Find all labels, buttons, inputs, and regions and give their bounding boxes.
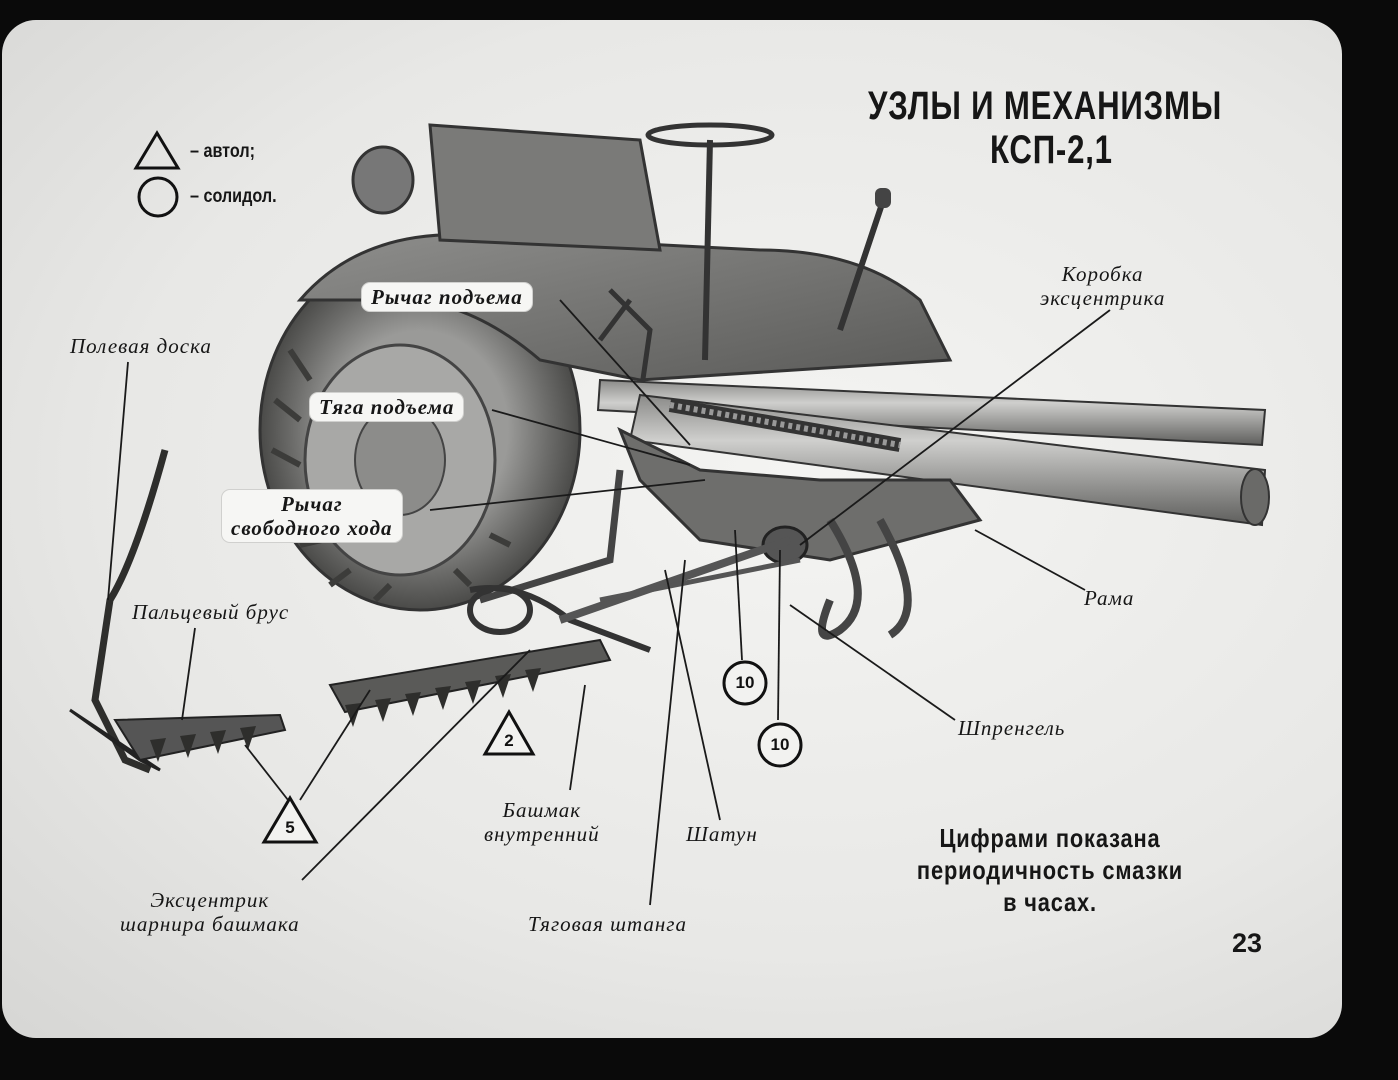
label-field-board: Полевая доска	[70, 334, 212, 358]
triangle-icon	[133, 130, 181, 170]
label-inner-shoe-line-2: внутренний	[484, 822, 600, 846]
finger-bar-near	[328, 585, 612, 727]
label-connecting-rod: Шатун	[686, 822, 758, 846]
lubrication-triangle-icon	[482, 708, 536, 756]
label-draw-bar: Тяговая штанга	[528, 912, 688, 936]
circle-icon	[137, 176, 179, 218]
label-shoe-eccentric-line-2: шарнира башмака	[120, 912, 300, 936]
label-finger-bar: Пальцевый брус	[132, 600, 290, 624]
label-free-lever: Рычаг свободного хода	[222, 490, 402, 542]
title-line-1: УЗЛЫ И МЕХАНИЗМЫ	[868, 84, 1223, 128]
label-frame: Рама	[1084, 586, 1135, 610]
note-line-3: в часах.	[1003, 887, 1097, 917]
lubrication-mark-value: 10	[770, 735, 790, 754]
label-inner-shoe-line-1: Башмак	[502, 798, 582, 822]
label-free-lever-line-1: Рычаг	[280, 492, 343, 516]
label-eccentric-box-line-1: Коробка	[1061, 262, 1144, 286]
label-lift-rod: Тяга подъема	[310, 393, 464, 421]
page-number: 23	[1232, 928, 1263, 958]
label-lift-lever: Рычаг подъема	[362, 283, 532, 311]
label-free-lever-line-2: свободного хода	[231, 516, 393, 540]
note-line-2: периодичность смазки	[916, 855, 1184, 885]
lubrication-mark-value: 10	[735, 673, 755, 692]
lubrication-circle-icon	[722, 660, 768, 706]
lubrication-triangle-icon	[261, 795, 319, 844]
note-line-1: Цифрами показана	[939, 823, 1161, 853]
label-eccentric-box-line-2: эксцентрика	[1040, 286, 1166, 310]
label-eccentric-box: Коробка эксцентрика	[1040, 262, 1165, 310]
title-line-2: КСП-2,1	[990, 128, 1113, 172]
legend-autol: – автол;	[190, 141, 255, 162]
mechanism	[469, 398, 983, 653]
label-shoe-eccentric-line-1: Эксцентрик	[150, 888, 270, 912]
lubrication-note: Цифрами показана периодичность смазки в …	[899, 822, 1201, 918]
field-board	[69, 449, 287, 774]
leader-lines	[107, 299, 1111, 906]
lubrication-circle-icon	[757, 722, 803, 768]
label-shoe-eccentric: Эксцентрик шарнира башмака	[120, 888, 300, 936]
label-truss: Шпренгель	[958, 716, 1066, 740]
lubrication-mark-value: 5	[285, 818, 295, 837]
label-inner-shoe: Башмак внутренний	[484, 798, 600, 846]
legend-solidol: – солидол.	[190, 186, 277, 207]
lubrication-mark-value: 2	[504, 731, 514, 750]
tractor-body	[296, 122, 953, 401]
